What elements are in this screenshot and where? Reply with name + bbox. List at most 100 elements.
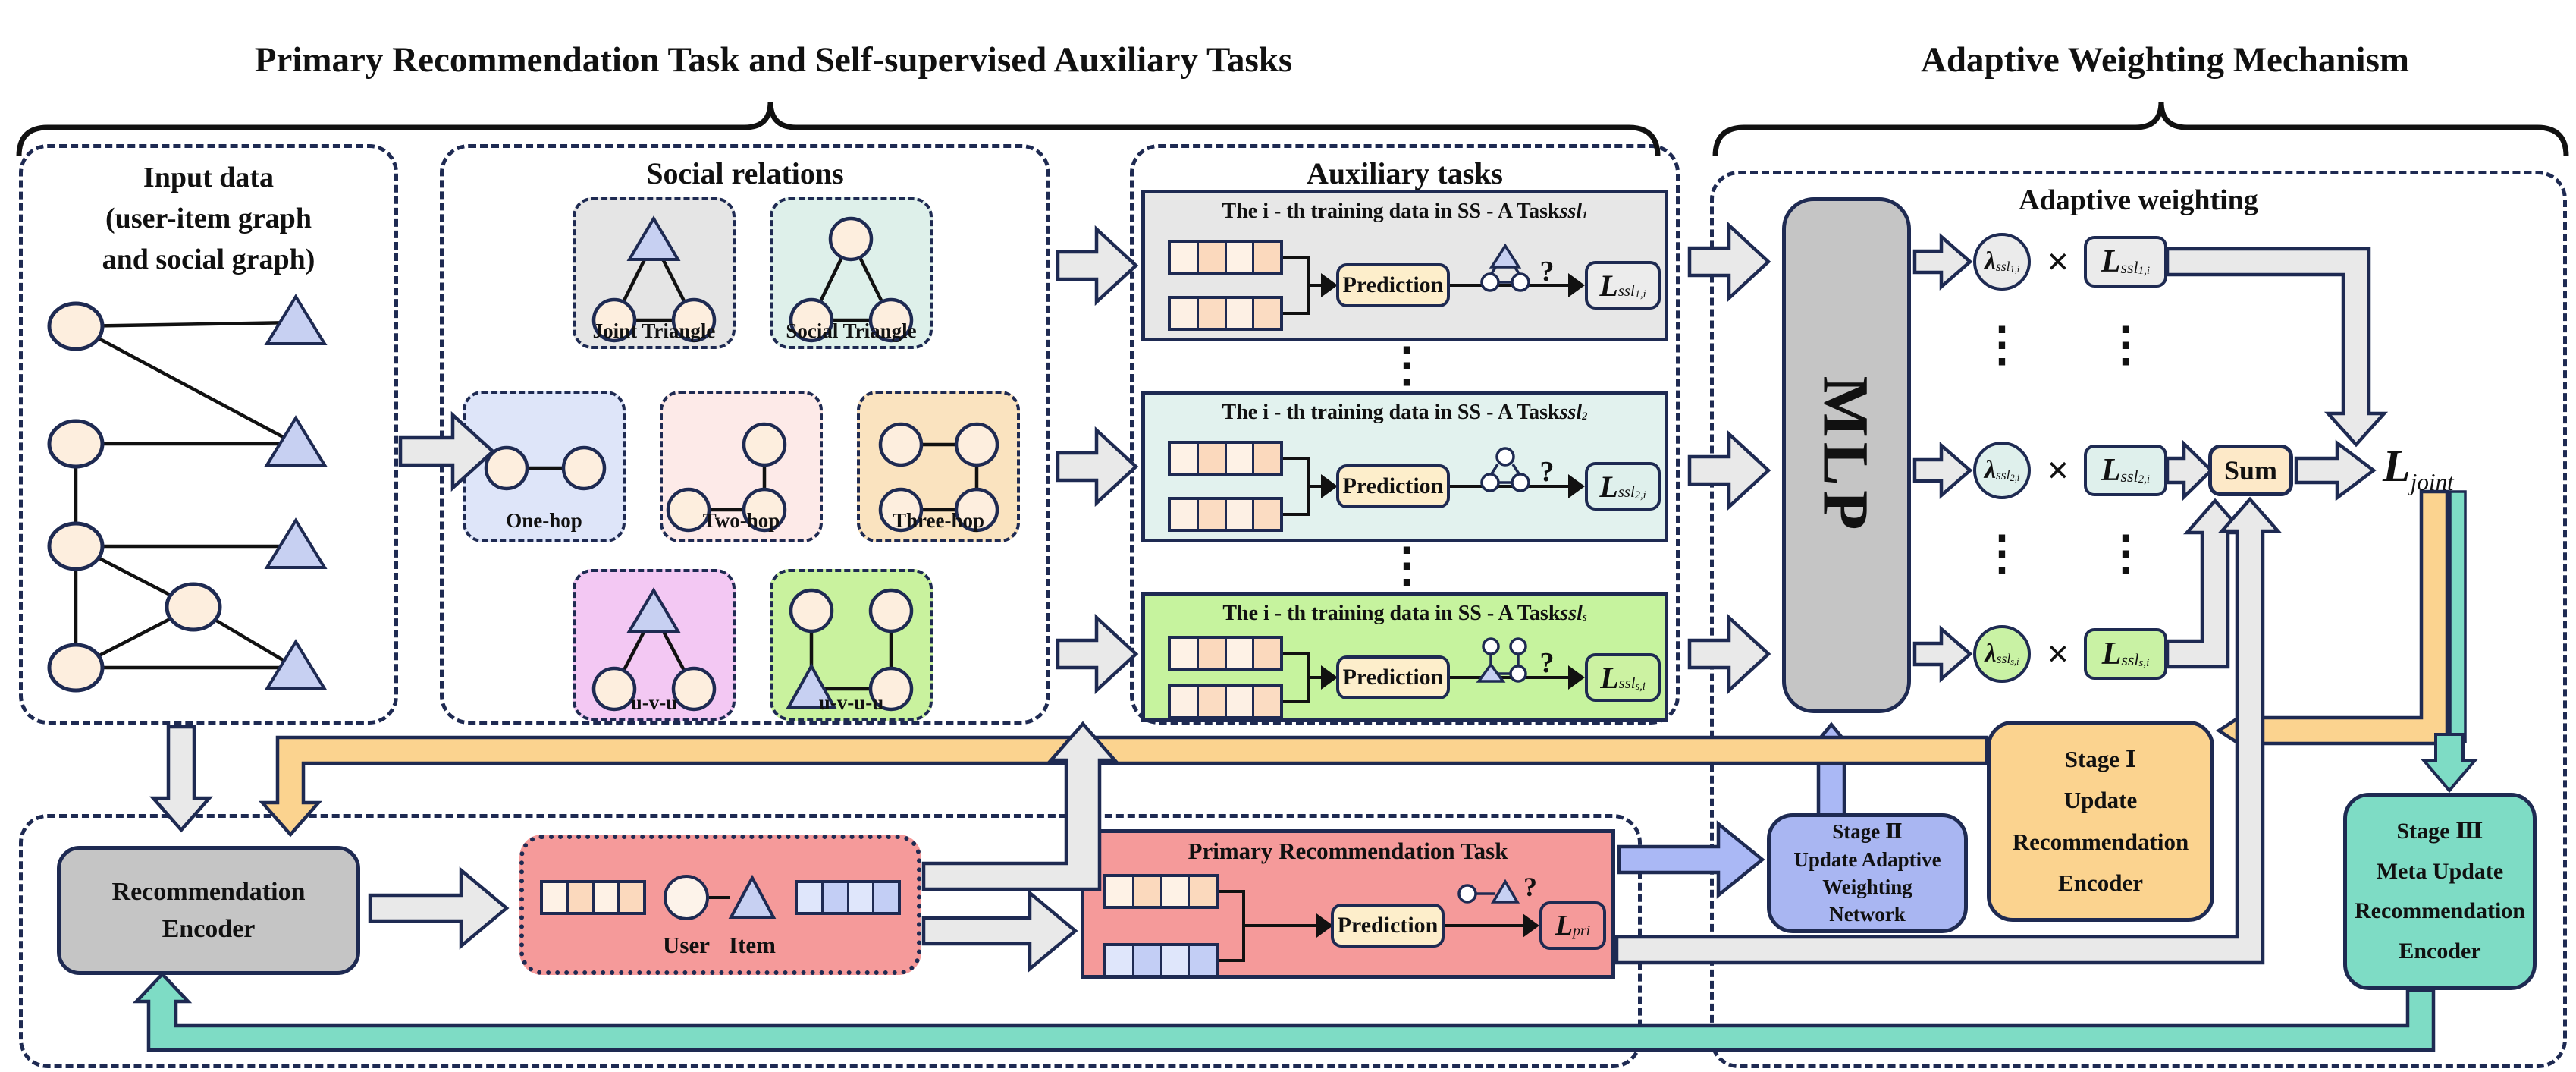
- braces: [16, 101, 2569, 157]
- aux-card-1-question: ?: [1539, 256, 1555, 288]
- stage1-line3: Recommendation: [2012, 828, 2189, 855]
- stage1-line2: Update: [2063, 787, 2138, 814]
- adaptive-ellipsis-1: ⋮: [1978, 319, 2025, 372]
- aux-card-1-title: The i - th training data in SS - A Task …: [1149, 199, 1661, 225]
- aux-card-2-title: The i - th training data in SS - A Task …: [1149, 400, 1661, 426]
- arrow-social-to-aux-2: [1056, 426, 1139, 508]
- useritem-item-label: Item: [729, 932, 776, 958]
- aux-ellipsis-2: ⋮: [1383, 540, 1430, 593]
- aux-card-1-strip-top: [1168, 240, 1283, 275]
- elbow-row3-to-sum: [2165, 498, 2247, 669]
- arrow-aux-to-mlp-2: [1687, 429, 1771, 511]
- arrow-mlp-to-row-2: [1912, 442, 1973, 499]
- lambda-2-subsub: 2,i: [2010, 472, 2020, 483]
- arrow-aux-to-mlp-3: [1687, 613, 1771, 695]
- l-joint-sub: joint: [2410, 468, 2454, 495]
- encoder-line1: Recommendation: [111, 877, 306, 906]
- adaptive-ellipsis-4: ⋮: [2102, 528, 2149, 580]
- primary-loss-main: L: [1555, 910, 1574, 942]
- aux-card-3-task-sub: s: [1582, 611, 1587, 624]
- gray-arrows: [149, 221, 2389, 973]
- arrow-sum-to-ljoint: [2294, 439, 2377, 501]
- arrow-social-to-aux-1: [1056, 225, 1139, 307]
- aux-card-2-task-sub: 2: [1582, 410, 1588, 423]
- aux-card-3-strip-top: [1168, 636, 1283, 671]
- elbow-row1-to-sum: [2165, 247, 2389, 448]
- loss-row-3-subsub: s,i: [2138, 657, 2150, 670]
- social-relations-box: [440, 144, 1050, 725]
- l-joint-main: L: [2383, 441, 2411, 491]
- arrow-primary-to-stage2: [1617, 820, 1765, 899]
- adaptive-box-title: Adaptive weighting: [2019, 184, 2258, 216]
- aux-card-2-loss-subsub: 2,i: [1634, 489, 1646, 501]
- primary-loss-sub: pri: [1573, 923, 1591, 939]
- aux-card-1-task-sub: 1: [1582, 209, 1588, 222]
- arrow-input-down: [149, 725, 213, 833]
- lambda-3-sub: ssl: [1996, 651, 2011, 667]
- stage1-line4: Encoder: [2058, 869, 2143, 896]
- arrow-input-to-social: [398, 410, 496, 492]
- loss-row-2-main: L: [2101, 453, 2121, 488]
- loss-row-1-main: L: [2101, 244, 2121, 279]
- stage2-line2: Update Adaptive: [1793, 847, 1941, 871]
- loop-lpri-to-sum: [1614, 496, 2282, 965]
- useritem-strip-user: [540, 880, 646, 915]
- recommendation-encoder-box: Recommendation Encoder: [57, 846, 360, 975]
- aux-card-2-prediction: Prediction: [1336, 464, 1450, 508]
- card-arrowheads: [1316, 273, 1585, 938]
- title-left: Primary Recommendation Task and Self-sup…: [254, 40, 1293, 80]
- item-nodes: [264, 294, 328, 690]
- aux-card-2-strip-bottom: [1168, 497, 1283, 532]
- aux-card-2-loss-sub: ssl: [1617, 483, 1635, 501]
- input-data-box: [19, 144, 398, 725]
- card-connectors: [709, 256, 1568, 962]
- elbow-useritem-to-aux: [921, 721, 1119, 891]
- aux-box-title: Auxiliary tasks: [1307, 156, 1503, 190]
- loss-row-3-main: L: [2101, 637, 2122, 671]
- mini-motif-glyphs: [1457, 243, 1530, 904]
- aux-card-1-prediction: Prediction: [1336, 263, 1450, 307]
- aux-ellipsis-1: ⋮: [1383, 340, 1430, 392]
- social-motifs: [484, 215, 999, 712]
- aux-card-1-task-sym: ssl: [1559, 200, 1583, 223]
- lambda-1-sub: ssl: [1995, 259, 2010, 275]
- aux-card-1-title-text: The i - th training data in SS - A Task: [1222, 200, 1560, 223]
- loss-row-3-sub: ssl: [2121, 650, 2139, 669]
- stage2-box: Stage Ⅱ Update Adaptive Weighting Networ…: [1767, 813, 1968, 933]
- aux-card-2-strip-top: [1168, 441, 1283, 476]
- stage3-line2: Meta Update: [2376, 858, 2504, 884]
- input-box-title-3: and social graph): [102, 244, 315, 275]
- arrow-encoder-to-useritem: [368, 866, 510, 950]
- aux-card-3-prediction: Prediction: [1336, 655, 1450, 699]
- motif-label-joint-triangle: Joint Triangle: [592, 319, 716, 342]
- motif-label-three-hop: Three-hop: [892, 508, 984, 532]
- band-ljoint-teal: [2449, 490, 2467, 743]
- arrow-mlp-to-row-3: [1912, 625, 1973, 683]
- arrow-row2-to-sum: [2165, 439, 2214, 501]
- brace-right: [1712, 101, 2569, 157]
- social-box-title: Social relations: [646, 156, 844, 190]
- loss-row-2-subsub: 2,i: [2138, 473, 2151, 486]
- primary-prediction: Prediction: [1331, 904, 1445, 948]
- aux-card-2-title-text: The i - th training data in SS - A Task: [1222, 401, 1560, 424]
- aux-card-3-task-sym: ssl: [1560, 602, 1583, 625]
- lambda-3-main: λ: [1985, 640, 1997, 668]
- aux-card-3-loss-sub: ssl: [1618, 674, 1636, 692]
- stage2-line1: Stage Ⅱ: [1832, 820, 1903, 844]
- input-box-title-1: Input data: [143, 162, 275, 193]
- aux-card-3-strip-bottom: [1168, 684, 1283, 719]
- stage3-line1: Stage Ⅲ: [2396, 819, 2483, 844]
- aux-card-3-loss-subsub: s,i: [1635, 680, 1646, 693]
- stage1-box: Stage Ⅰ Update Recommendation Encoder: [1987, 721, 2214, 922]
- band-stage1-to-encoder: [259, 735, 1989, 838]
- aux-card-3-loss-main: L: [1600, 660, 1619, 695]
- encoder-line2: Encoder: [162, 915, 256, 943]
- motif-label-uvu: u-v-u: [630, 690, 678, 714]
- band-stage3-to-encoder: [132, 971, 2436, 1052]
